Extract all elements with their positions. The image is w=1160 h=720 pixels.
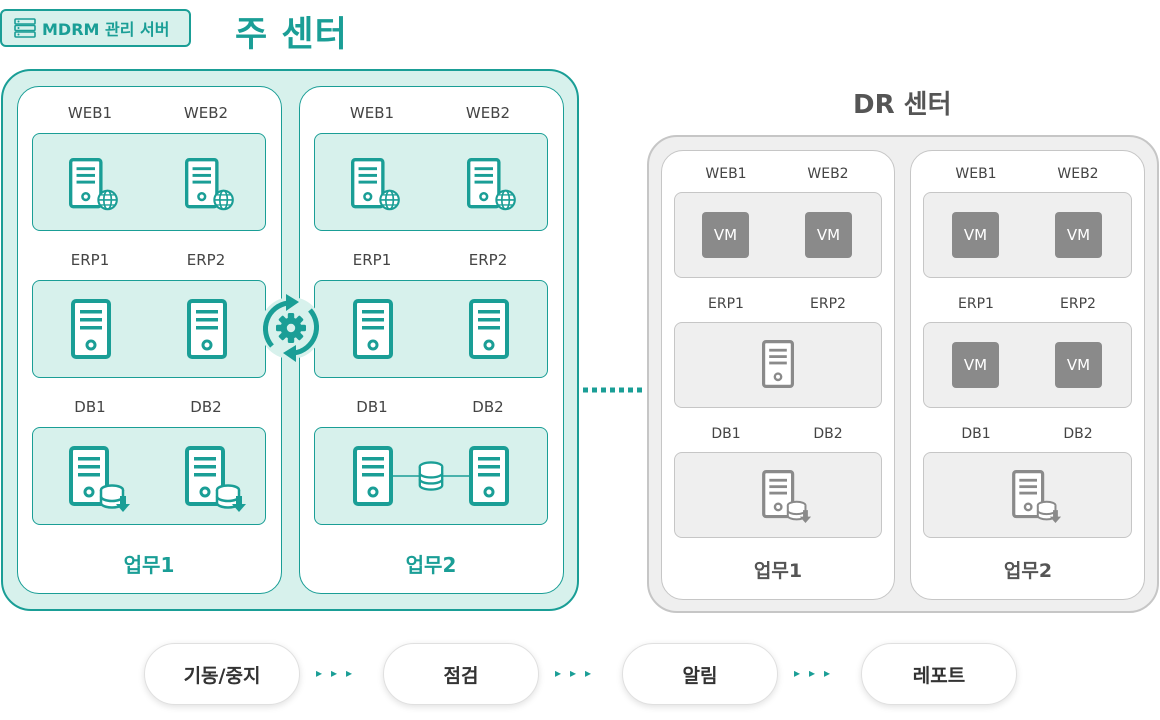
dr-g2-erp2-label: ERP2 — [1060, 296, 1096, 312]
dr-center-title: DR 센터 — [853, 90, 952, 120]
server-icon — [762, 340, 794, 388]
main-g1-name: 업무1 — [123, 553, 175, 577]
dr-g1-erp2-label: ERP2 — [810, 296, 846, 312]
step-report-button[interactable]: 레포트 — [861, 643, 1017, 705]
main-g2-web2-label: WEB2 — [465, 104, 511, 122]
main-g2-erp1-label: ERP1 — [352, 251, 392, 269]
dr-g2-web1-label: WEB1 — [955, 166, 997, 182]
dr-g1-web2-label: WEB2 — [807, 166, 849, 182]
main-g1-web1-label: WEB1 — [67, 104, 113, 122]
badge-label: MDRM 관리 서버 — [42, 20, 170, 39]
db-server-icon — [762, 470, 812, 523]
step-alert-button[interactable]: 알림 — [622, 643, 778, 705]
vm-badge: VM — [702, 212, 749, 258]
main-g1-erp2-label: ERP2 — [186, 251, 226, 269]
main-g1-web2-label: WEB2 — [183, 104, 229, 122]
vm-badge: VM — [952, 212, 999, 258]
step-start-stop-button[interactable]: 기동/중지 — [144, 643, 300, 705]
shared-database-icon — [417, 461, 445, 491]
dr-g1-name: 업무1 — [753, 560, 803, 582]
main-g2-erp2-label: ERP2 — [468, 251, 508, 269]
main-g2-db2-label: DB2 — [472, 398, 504, 416]
main-g2-web1-label: WEB1 — [349, 104, 395, 122]
step-arrow: ▸▸▸ — [555, 666, 601, 680]
main-g1-db2-label: DB2 — [190, 398, 222, 416]
server-icon — [14, 18, 36, 38]
dotted-connector — [583, 387, 646, 393]
main-g1-db1-label: DB1 — [74, 398, 106, 416]
main-g2-name: 업무2 — [405, 553, 457, 577]
vm-badge: VM — [952, 342, 999, 388]
dr-g1-erp1-label: ERP1 — [708, 296, 744, 312]
mdrm-server-badge[interactable]: MDRM 관리 서버 — [0, 9, 191, 47]
vm-badge: VM — [805, 212, 852, 258]
dr-g2-name: 업무2 — [1003, 560, 1053, 582]
dr-g2-db1-label: DB1 — [961, 426, 991, 442]
dr-g2-web2-label: WEB2 — [1057, 166, 1099, 182]
main-g1-erp1-label: ERP1 — [70, 251, 110, 269]
sync-gear-icon — [260, 294, 322, 362]
server-icon — [353, 446, 393, 506]
dr-g2-erp1-label: ERP1 — [958, 296, 994, 312]
vm-badge: VM — [1055, 212, 1102, 258]
step-arrow: ▸▸▸ — [794, 666, 840, 680]
vm-badge: VM — [1055, 342, 1102, 388]
main-center-title: 주 센터 — [235, 15, 348, 55]
dr-g1-web1-label: WEB1 — [705, 166, 747, 182]
server-icon — [469, 446, 509, 506]
dr-g1-db2-label: DB2 — [813, 426, 843, 442]
dr-g2-db2-label: DB2 — [1063, 426, 1093, 442]
step-arrow: ▸▸▸ — [316, 666, 362, 680]
db-server-icon — [1012, 470, 1062, 523]
main-g2-db1-label: DB1 — [356, 398, 388, 416]
dr-g1-db1-label: DB1 — [711, 426, 741, 442]
step-check-button[interactable]: 점검 — [383, 643, 539, 705]
